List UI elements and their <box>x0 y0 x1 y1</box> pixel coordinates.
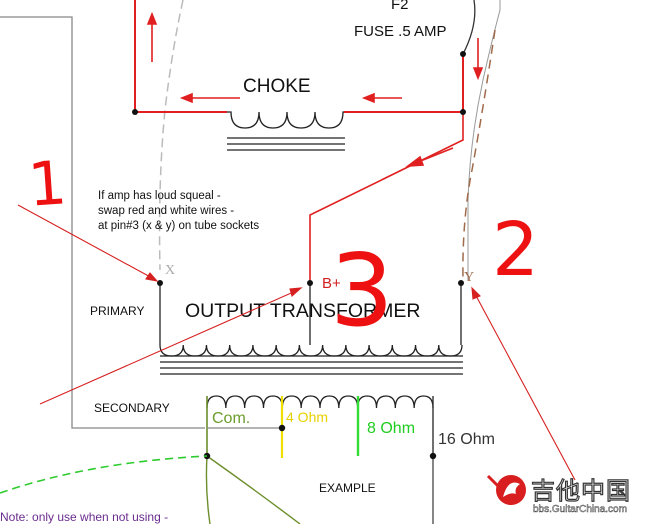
green-dashed-wire <box>0 455 208 494</box>
tap-8-label: 8 Ohm <box>367 420 415 437</box>
bottom-note: Note: only use when not using - <box>0 510 168 524</box>
tap-16-label: 16 Ohm <box>438 431 495 448</box>
pin-x-dot <box>157 280 163 286</box>
pin-x-label: X <box>165 263 175 278</box>
note-line-3: at pin#3 (x & y) on tube sockets <box>98 220 259 232</box>
junction-dot <box>460 51 466 57</box>
fuse-desc-label: FUSE .5 AMP <box>354 23 447 40</box>
annotation-number-1: 1 <box>26 148 69 220</box>
watermark-cn: 吉他中国 <box>531 477 631 505</box>
pin-b-plus-dot <box>307 280 313 286</box>
fuse-ref-label: F2 <box>391 0 409 13</box>
gray-right-wire <box>467 0 501 280</box>
watermark: 吉他中国 bbs.GuitarChina.com <box>486 474 631 515</box>
junction-dot <box>132 109 138 115</box>
choke-label: CHOKE <box>243 76 311 97</box>
current-arrows <box>146 11 484 167</box>
watermark-url: bbs.GuitarChina.com <box>533 504 627 515</box>
note-line-1: If amp has loud squeal - <box>98 190 221 202</box>
tap-16-dot <box>429 452 437 460</box>
primary-label: PRIMARY <box>90 304 144 318</box>
pin-y-dot <box>458 280 464 286</box>
choke-coil <box>227 111 345 151</box>
primary-coil <box>159 344 463 375</box>
secondary-coil <box>206 395 434 409</box>
annotation-number-2: 2 <box>492 207 539 293</box>
junction-dot <box>460 109 466 115</box>
primary-wires <box>159 283 462 345</box>
guitar-logo-icon <box>486 474 526 505</box>
tap-4-dot <box>278 424 286 432</box>
brown-dashed-wire <box>462 29 496 281</box>
example-label: EXAMPLE <box>319 481 376 495</box>
note-line-2: swap red and white wires - <box>98 205 234 217</box>
gray-frame-wire <box>0 16 205 429</box>
pin-b-plus-label: B+ <box>322 275 341 292</box>
red-wire-to-b-plus <box>309 112 464 283</box>
tap-4-label: 4 Ohm <box>286 409 328 425</box>
red-wire-fuse-up <box>462 0 476 55</box>
tap-com-label: Com. <box>212 410 250 427</box>
pointer-arrows <box>17 204 576 481</box>
annotation-numbers: 1 3 2 <box>26 148 539 349</box>
annotation-number-3: 3 <box>330 232 394 349</box>
output-transformer-label: OUTPUT TRANSFORMER <box>185 300 420 322</box>
secondary-label: SECONDARY <box>94 401 170 415</box>
pin-y-label: Y <box>464 270 474 285</box>
gray-dashed-wire <box>158 0 184 271</box>
